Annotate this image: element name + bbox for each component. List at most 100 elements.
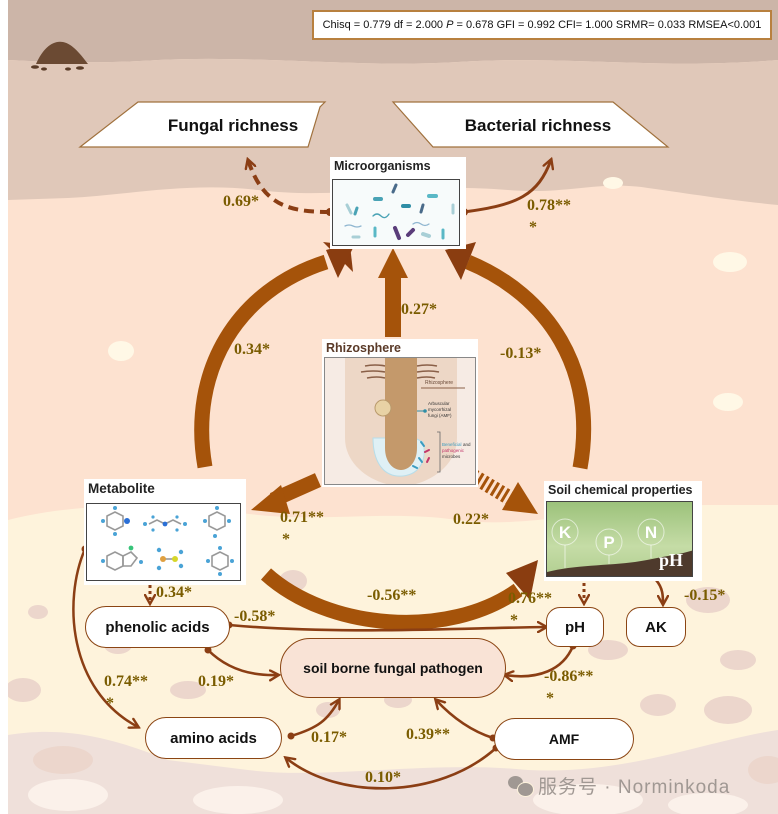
fit-rmsea: RMSEA<0.001: [688, 19, 762, 31]
path-amf-pathogen: [436, 700, 494, 740]
coef-rhizo-soilchem: 0.22*: [453, 511, 489, 528]
metabolite-title: Metabolite: [88, 481, 155, 496]
coef-ph-pathogen: -0.86**: [544, 668, 594, 685]
microorganisms-title: Microorganisms: [334, 159, 431, 173]
dirt-mound-icon: [31, 41, 88, 71]
path-origin-dot: [287, 732, 295, 740]
arrowhead: [378, 248, 408, 278]
metabolite-panel: Metabolite: [84, 479, 246, 585]
wechat-icon: [508, 775, 534, 797]
coef-metabolite-micro: 0.34*: [234, 341, 270, 358]
amino-acids-node: amino acids: [145, 717, 282, 759]
soil-chemical-image: K P N pH: [546, 501, 693, 577]
fit-p-value: = 0.678: [456, 19, 494, 31]
root-illustration: Rhizosphere Arbuscular mycorrhizal fungi…: [345, 358, 471, 484]
path-micro-bacterial: [463, 160, 551, 214]
coef-soilchem-ph-star: *: [510, 612, 518, 629]
path-metabolite-amino: [72, 548, 138, 727]
coef-ph-pathogen-star: *: [546, 690, 554, 707]
svg-text:Arbuscular: Arbuscular: [428, 401, 450, 406]
coef-micro-bacterial-star: *: [529, 219, 537, 236]
path-phenolic-pathogen: [207, 649, 278, 675]
potassium-label: K: [559, 523, 572, 542]
coef-rhizo-metabolite: 0.71**: [280, 509, 324, 526]
soil-chemical-panel: Soil chemical properties K P N pH: [544, 481, 702, 581]
molecule-structures: [101, 506, 234, 576]
coef-phenolic-ph: -0.58*: [234, 608, 276, 625]
coef-amf-pathogen: 0.39**: [406, 726, 450, 743]
bacteria-illustration: [344, 183, 455, 240]
path-metabolite-soilchem: [260, 568, 523, 630]
arrowhead: [506, 560, 538, 600]
coef-rhizo-micro: 0.27*: [401, 301, 437, 318]
fit-chisq: Chisq = 0.779: [322, 19, 391, 31]
arrowhead: [251, 485, 290, 514]
coef-rhizo-metabolite-star: *: [282, 531, 290, 548]
path-origin-dot: [204, 646, 212, 654]
arrowhead: [326, 242, 356, 278]
diagram-canvas: Chisq = 0.779 df = 2.000 P = 0.678 GFI =…: [8, 0, 778, 814]
fit-srmr: SRMR= 0.033: [615, 19, 686, 31]
coef-amf-amino: 0.10*: [365, 769, 401, 786]
path-phenolic-ph: [228, 625, 546, 630]
fit-df: df = 2.000: [393, 19, 444, 31]
topsoil-layer: [8, 58, 778, 205]
soil-borne-fungal-pathogen-node: soil borne fungal pathogen: [280, 638, 506, 698]
fit-p-label: P: [446, 19, 454, 31]
coef-metabolite-amino: 0.74**: [104, 673, 148, 690]
npk-illustration: K P N pH: [547, 518, 692, 576]
watermark: 服务号 · Norminkoda: [508, 772, 730, 799]
svg-text:mycorrhizal: mycorrhizal: [428, 407, 451, 412]
rhizosphere-panel: Rhizosphere Rhizosphere Arbuscular mycor…: [322, 339, 478, 487]
arrowhead: [502, 482, 538, 514]
fungal-richness-shape: [78, 101, 327, 148]
microbes-image: [332, 179, 460, 246]
coef-soilchem-ph: 0.76**: [508, 590, 552, 607]
light-stones: [108, 177, 747, 411]
svg-text:fungi (AMF): fungi (AMF): [428, 413, 452, 418]
fungal-richness-label: Fungal richness: [167, 116, 299, 135]
nitrogen-label: N: [645, 523, 657, 542]
coef-soilchem-ak: -0.15*: [684, 587, 726, 604]
svg-text:Beneficial: Beneficial: [442, 442, 462, 447]
molecules-image: [86, 503, 241, 581]
coef-amino-pathogen: 0.17*: [311, 729, 347, 746]
path-micro-fungal: [248, 160, 331, 214]
phosphorus-label: P: [603, 533, 614, 552]
svg-text:and: and: [463, 442, 471, 447]
ph-label: pH: [659, 550, 683, 570]
svg-text:microbes: microbes: [442, 454, 461, 459]
coef-micro-bacterial: 0.78**: [527, 197, 571, 214]
amf-node: AMF: [494, 718, 634, 760]
coef-soilchem-micro: -0.13*: [500, 345, 542, 362]
rhizosphere-title: Rhizosphere: [326, 341, 402, 355]
coef-metabolite-amino-star: *: [106, 695, 114, 712]
arrowhead: [445, 242, 476, 280]
phenolic-acids-node: phenolic acids: [85, 606, 230, 648]
path-amf-amino: [286, 747, 497, 790]
fit-gfi: GFI = 0.992: [496, 19, 556, 31]
coef-metabolite-soilchem: -0.56**: [367, 587, 417, 604]
path-soilchem-micro: [465, 255, 592, 470]
bacterial-richness-label: Bacterial richness: [464, 116, 612, 135]
microorganisms-panel: Microorganisms: [330, 157, 466, 249]
fit-cfi: CFI= 1.000: [558, 19, 613, 31]
deep-pebbles: [28, 779, 748, 814]
soil-chemical-title: Soil chemical properties: [548, 483, 693, 497]
watermark-text: 服务号 · Norminkoda: [538, 777, 731, 798]
coef-metabolite-phenolic: 0.34*: [156, 584, 192, 601]
coef-micro-fungal: 0.69*: [223, 193, 259, 210]
path-soilchem-ak: [654, 579, 663, 604]
path-metabolite-micro: [194, 254, 329, 469]
model-fit-box: Chisq = 0.779 df = 2.000 P = 0.678 GFI =…: [312, 10, 772, 40]
svg-text:pathogenic: pathogenic: [442, 448, 465, 453]
path-rhizo-soilchem: [469, 469, 517, 507]
coef-phenolic-pathogen: 0.19*: [198, 673, 234, 690]
rhizosphere-image: Rhizosphere Arbuscular mycorrhizal fungi…: [324, 357, 476, 485]
path-amino-pathogen: [290, 700, 339, 738]
path-rhizo-micro: [385, 275, 401, 337]
bacterial-richness-shape: [391, 101, 670, 148]
ph-node: pH: [546, 607, 604, 647]
ak-node: AK: [626, 607, 686, 647]
path-ph-pathogen: [505, 645, 575, 676]
